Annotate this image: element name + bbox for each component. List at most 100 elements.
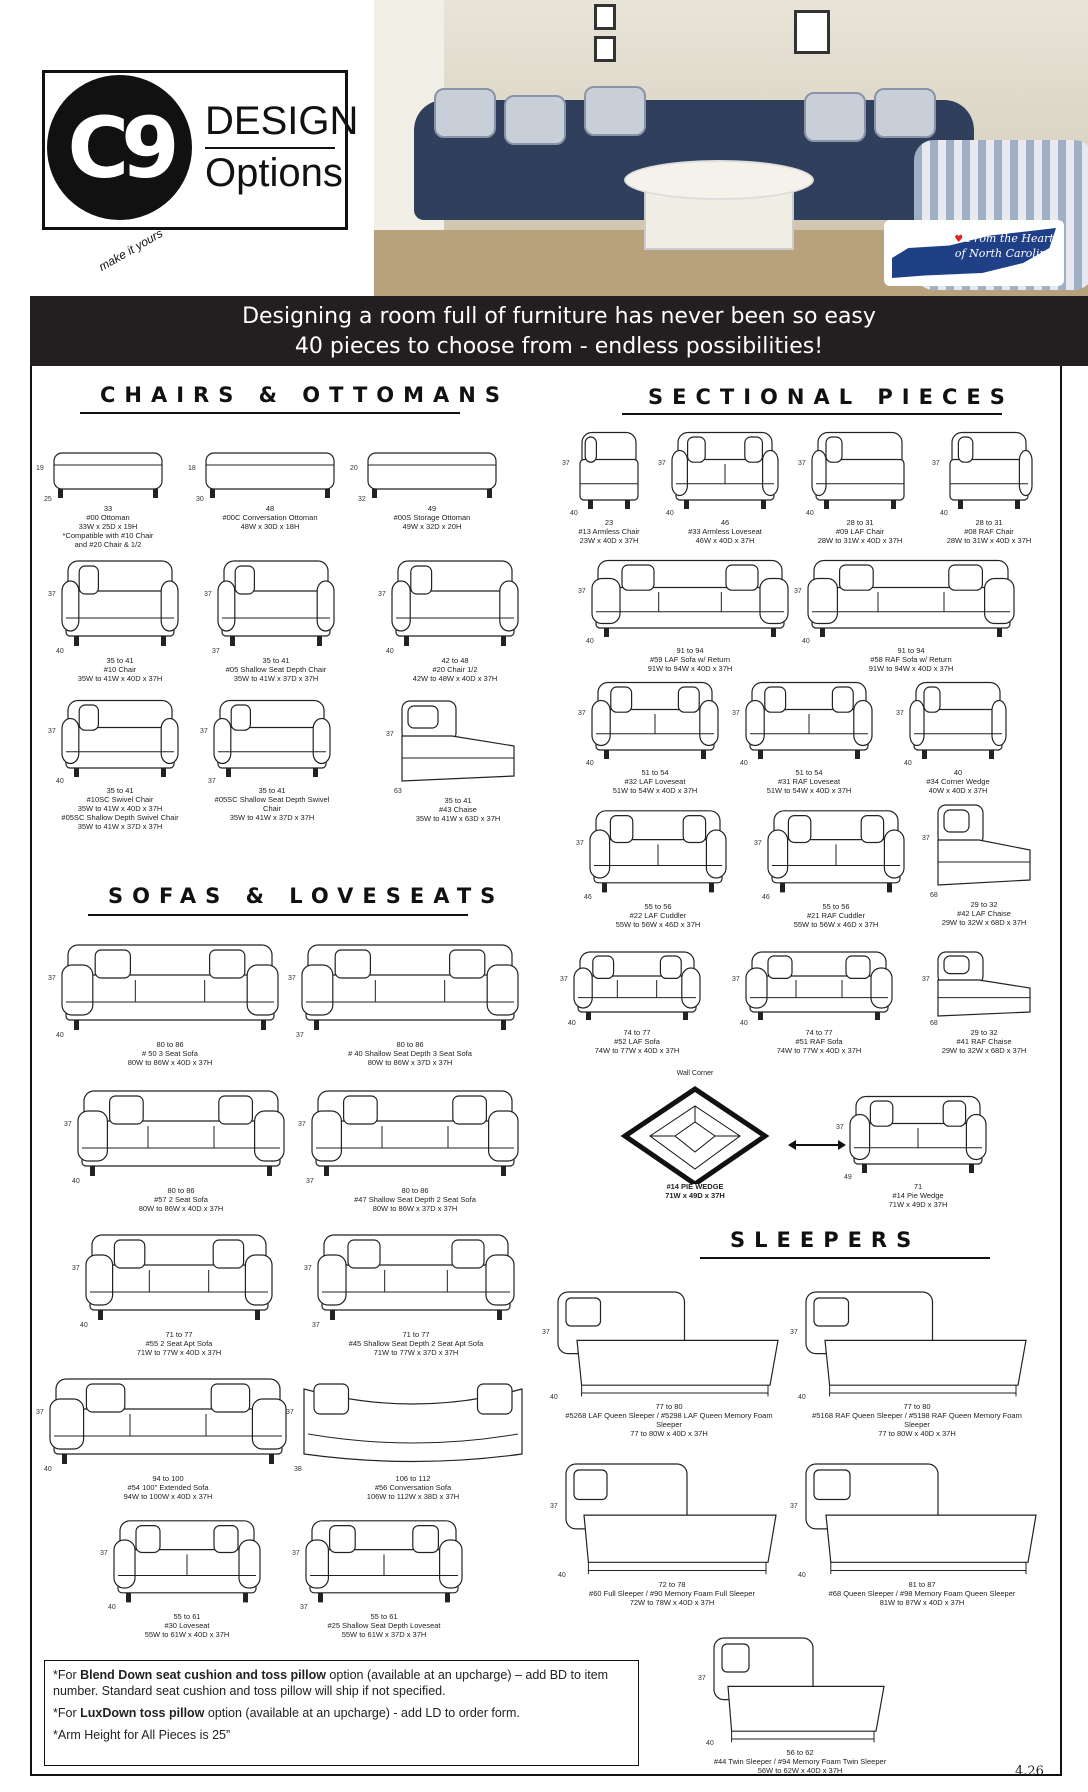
footnote-text: option (available at an upcharge) - add … [204,1706,520,1720]
item-caption: #10SC Swivel Chair [86,795,154,804]
item-dimensions: 106W to 112W x 38D x 37H [366,1492,460,1501]
item-dimensions: 74W to 77W x 40D x 37H [594,1046,680,1055]
height-dimension: 37 [304,1265,312,1272]
height-dimension: 37 [286,1409,294,1416]
width-dimension: 46 [720,518,730,527]
width-dimension: 55 to 61 [173,1612,201,1621]
caption-title: #14 PIE WEDGE [666,1182,724,1191]
item-dimensions: 55W to 56W x 46D x 37H [615,920,701,929]
item-dimensions: 49W x 32D x 20H [402,522,462,531]
width-dimension: 71 [913,1182,923,1191]
footnote-luxdown: *For LuxDown toss pillow option (availab… [53,1705,630,1721]
item-note: #05SC Shallow Depth Swivel Chair [61,813,179,822]
item-dimensions: 94W to 100W x 40D x 37H [123,1492,213,1501]
furniture-line-drawing [61,944,279,1030]
depth-dimension: 46 [584,894,592,901]
depth-dimension: 40 [570,510,578,517]
item-caption: #14 Pie Wedge [892,1191,944,1200]
furniture-line-drawing [557,1291,779,1397]
item-note: *Compatible with #10 Chair [62,531,154,540]
depth-dimension: 40 [56,648,64,655]
furniture-line-drawing [217,560,335,646]
furniture-line-drawing [909,681,1007,759]
item-dimensions: 48W x 30D x 18H [240,522,300,531]
item-caption: #00 Ottoman [86,513,130,522]
furniture-line-drawing [745,951,893,1020]
furniture-line-drawing [591,559,789,637]
furniture-line-drawing [767,810,905,893]
item-caption: #60 Full Sleeper / #90 Memory Foam Full … [589,1589,755,1598]
furniture-line-drawing [77,1090,285,1176]
width-dimension: 35 to 41 [444,796,472,805]
footnote-emphasis: LuxDown toss pillow [80,1706,205,1720]
height-dimension: 37 [790,1503,798,1511]
height-dimension: 37 [578,709,586,717]
item-caption: #13 Armless Chair [578,527,640,536]
furniture-line-drawing [205,452,335,498]
item-dimensions: 77 to 80W x 40D x 37H [630,1429,708,1438]
section-title-chairs: CHAIRS & OTTOMANS [100,383,509,407]
furniture-line-drawing [579,431,639,509]
width-dimension: 29 to 32 [970,1028,998,1037]
furniture-line-drawing [401,700,515,782]
width-dimension: 80 to 86 [167,1186,195,1195]
item-dimensions: 74W to 77W x 40D x 37H [776,1046,862,1055]
item-dimensions: 72W to 78W x 40D x 37H [629,1598,715,1607]
width-dimension: 71 to 77 [165,1330,193,1339]
item-dimensions: 77 to 80W x 40D x 37H [878,1429,956,1438]
width-dimension: 42 to 48 [441,656,469,665]
logo-options-text: Options [205,151,343,195]
height-dimension: 37 [298,1121,306,1128]
footnote-blend-down: *For Blend Down seat cushion and toss pi… [53,1667,630,1699]
furniture-line-drawing [589,810,727,893]
footnotes-box: *For Blend Down seat cushion and toss pi… [44,1660,639,1766]
wall-art [794,10,830,54]
depth-dimension: 46 [762,894,770,901]
width-dimension: 94 to 100 [152,1474,184,1483]
footnote-arm-height: *Arm Height for All Pieces is 25” [53,1728,231,1742]
furniture-line-drawing [53,452,163,498]
height-dimension: 37 [200,727,208,735]
depth-dimension: 40 [666,510,674,517]
item-caption: #42 LAF Chaise [957,909,1011,918]
furniture-line-drawing [671,431,779,509]
item-dimensions: 35W to 41W x 40D x 37H [77,804,163,813]
depth-dimension: 40 [386,648,394,655]
item-caption: #31 RAF Loveseat [777,777,841,786]
depth-dimension: 40 [586,638,594,645]
item-caption: #47 Shallow Seat Depth 2 Seat Sofa [354,1195,476,1204]
depth-dimension: 40 [44,1466,52,1473]
logo-design-text: DESIGN [205,99,359,143]
nc-badge-line1: From the Heart [966,232,1054,245]
furniture-line-drawing [573,951,701,1020]
brand-logo: C9 DESIGN Options make it yours [42,70,358,274]
height-dimension: 37 [732,709,740,717]
item-caption: #00S Storage Ottoman [393,513,471,522]
width-dimension: 35 to 41 [106,656,134,665]
depth-dimension: 40 [802,638,810,645]
height-dimension: 37 [386,731,394,738]
item-dimensions: 91W to 94W x 40D x 37H [868,664,954,673]
width-dimension: 55 to 56 [644,902,672,911]
banner-line2: 40 pieces to choose from - endless possi… [294,334,824,359]
item-caption: #20 Chair 1/2 [432,665,478,674]
width-dimension: 74 to 77 [805,1028,833,1037]
height-dimension: 37 [48,591,56,598]
throw-pillow [804,92,866,142]
width-dimension: 80 to 86 [396,1040,424,1049]
throw-pillow [874,88,936,138]
furniture-line-drawing [311,1090,519,1176]
coffee-table-top [624,160,814,200]
room-photo: ♥ From the Heart of North Carolina [374,0,1088,296]
